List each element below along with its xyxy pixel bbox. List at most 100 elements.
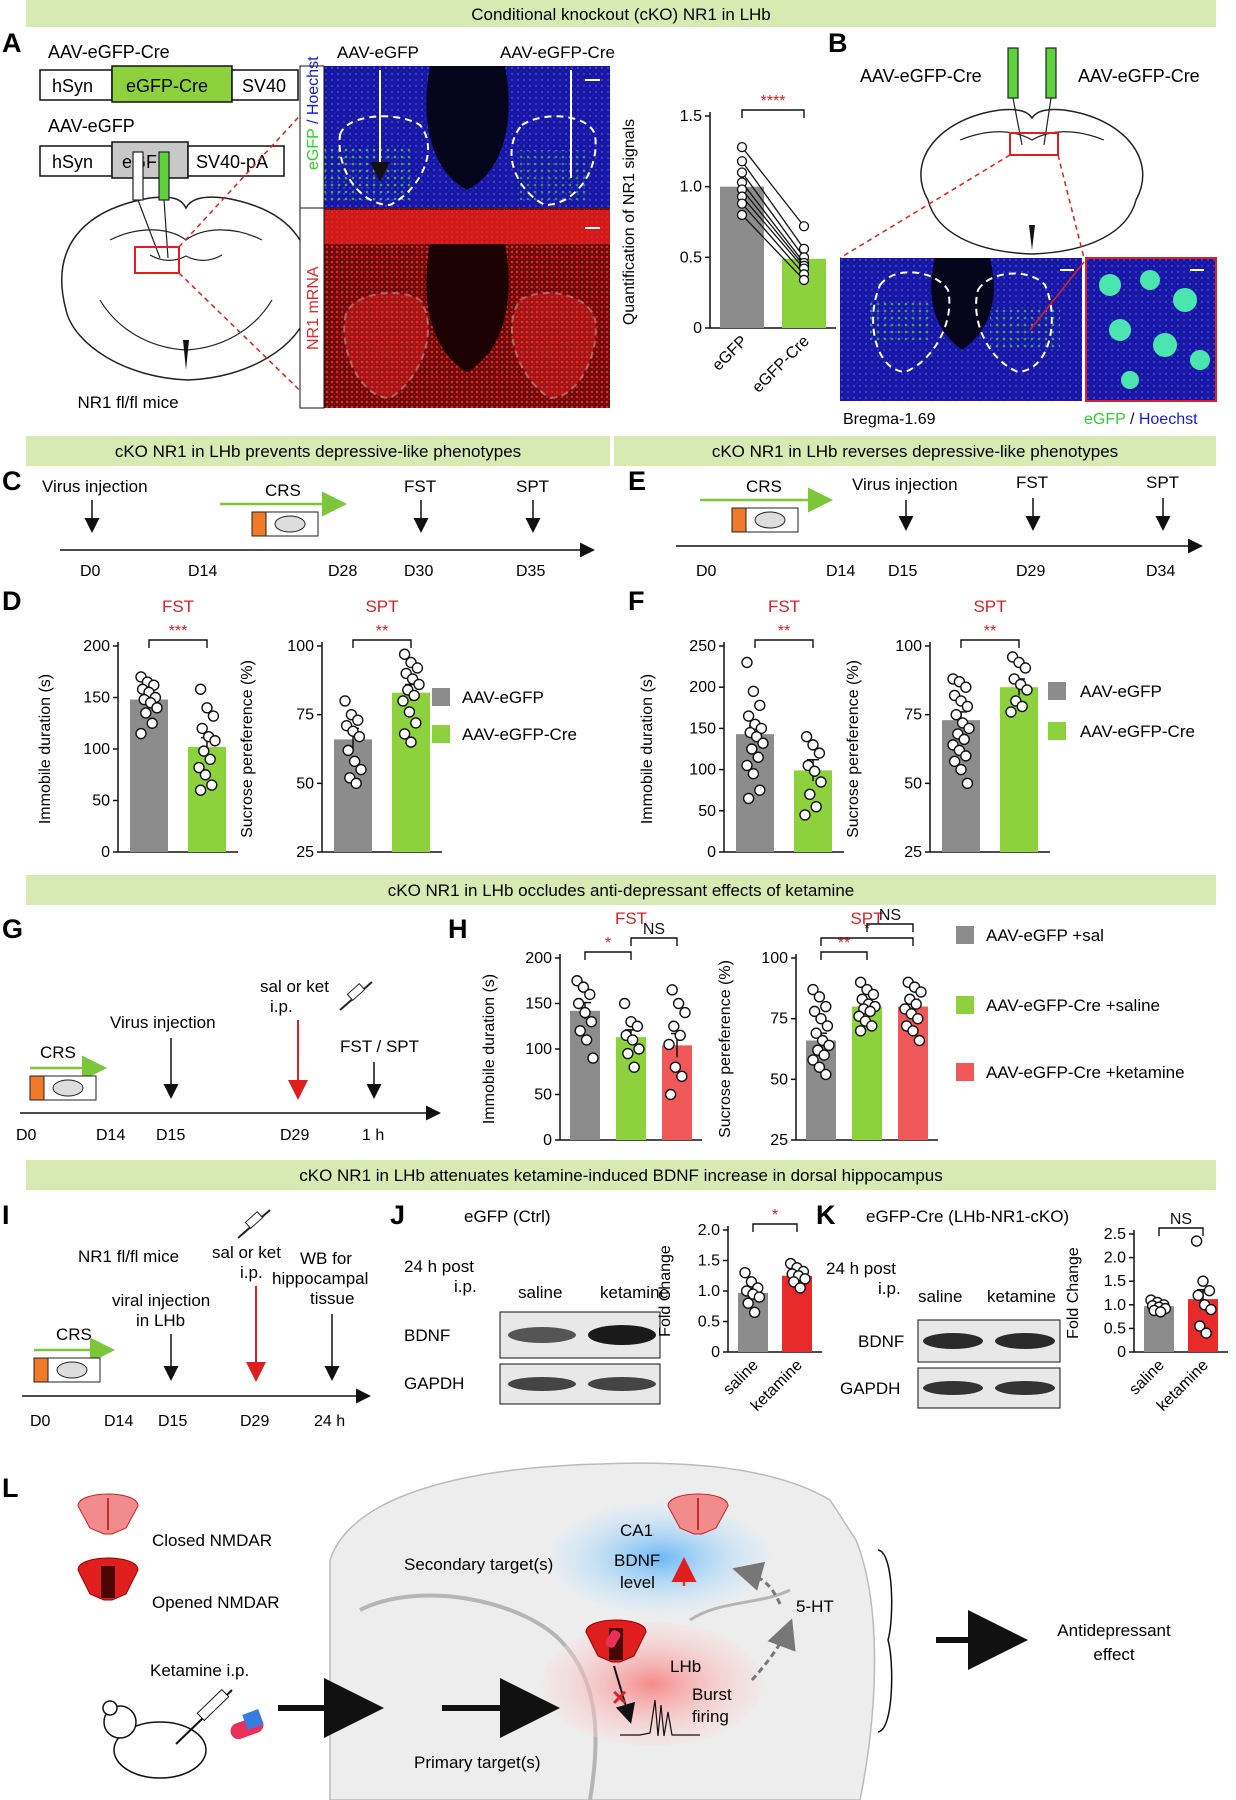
- lhb-region: [542, 1622, 762, 1746]
- panel-a-brain-schematic: NR1 fl/fl mice: [61, 95, 319, 412]
- legend-d-swatch-1: [432, 725, 450, 743]
- y-tick-label: 150: [689, 720, 716, 737]
- label-5ht: 5-HT: [796, 1597, 834, 1616]
- data-point: [579, 1006, 591, 1019]
- panel-label-l: L: [2, 1473, 19, 1503]
- side-label-hoechst: / Hoechst: [305, 56, 322, 129]
- blot-k-post1: 24 h post: [826, 1259, 896, 1278]
- data-point: [807, 1054, 819, 1066]
- chart-title: FST: [768, 597, 800, 616]
- b-bregma: Bregma-1.69: [843, 411, 936, 428]
- pair-line: [741, 189, 805, 267]
- ti-day-2: D15: [158, 1413, 187, 1430]
- blot-k-title: eGFP-Cre (LHb-NR1-cKO): [866, 1207, 1069, 1226]
- timeline-i: NR1 fl/fl mice CRS viral injection in LH…: [22, 1209, 371, 1430]
- label-effect: effect: [1093, 1645, 1135, 1664]
- ti-event-ip: i.p.: [240, 1263, 263, 1282]
- tc-event-crs: CRS: [265, 481, 301, 500]
- ti-syringe-icon: [237, 1209, 271, 1239]
- chart-title: FST: [162, 597, 194, 616]
- data-point: [955, 763, 967, 776]
- construct2-title: AAV-eGFP: [48, 116, 135, 136]
- sig-bracket: [148, 639, 208, 648]
- sig-label: ***: [169, 623, 188, 640]
- data-point: [207, 710, 220, 722]
- pair-line: [741, 172, 805, 258]
- y-tick-label: 1.0: [1104, 1297, 1126, 1314]
- data-point: [913, 1034, 926, 1047]
- legend-f-swatch-1: [1048, 722, 1066, 740]
- legend-h-swatch-0: [956, 926, 974, 944]
- x-tick-label: eGFP-Cre: [749, 333, 813, 397]
- data-point: [815, 1012, 827, 1025]
- banner-c-bg: [26, 436, 610, 466]
- brace: [877, 1549, 893, 1733]
- te-event-virus: Virus injection: [852, 475, 958, 494]
- label-ketamine: Ketamine i.p.: [150, 1661, 249, 1680]
- y-tick-label: 50: [534, 1087, 552, 1104]
- ti-event-wb3: tissue: [310, 1289, 354, 1308]
- data-point: [1190, 1235, 1203, 1247]
- x-tick-label: eGFP: [709, 333, 751, 375]
- tg-day-2: D15: [156, 1127, 185, 1144]
- data-point: [352, 714, 364, 726]
- panel-label-f: F: [628, 586, 645, 616]
- legend-f-item-0: AAV-eGFP: [1080, 682, 1162, 701]
- data-point: [664, 1088, 677, 1101]
- data-point: [151, 702, 163, 714]
- ti-mouse-line: NR1 fl/fl mice: [78, 1247, 179, 1266]
- data-point: [135, 727, 147, 740]
- tc-event-virus: Virus injection: [42, 477, 148, 496]
- tg-syringe-icon: [339, 981, 373, 1011]
- panel-a-micrographs: AAV-eGFP AAV-eGFP-Cre eGFP / Hoechst NR1…: [299, 43, 615, 409]
- data-point: [747, 768, 760, 780]
- pair-line: [741, 146, 805, 227]
- blot-j-band-bdnf-saline: [508, 1327, 576, 1343]
- mouse-ketamine-icon: [102, 1688, 233, 1779]
- b-left-label: AAV-eGFP-Cre: [860, 66, 982, 86]
- ti-day-1: D14: [104, 1413, 133, 1430]
- y-tick-label: 0.5: [698, 1314, 720, 1331]
- sig-label: **: [838, 935, 850, 952]
- tg-day-3: D29: [280, 1127, 309, 1144]
- ti-day-0: D0: [30, 1413, 51, 1430]
- y-tick-label: 100: [83, 741, 110, 758]
- blot-j-row-1: GAPDH: [404, 1374, 464, 1393]
- data-point: [204, 753, 216, 765]
- te-event-fst: FST: [1016, 473, 1048, 492]
- b-legend-egfp: eGFP: [1084, 411, 1126, 428]
- y-tick-label: 100: [761, 950, 788, 967]
- data-point: [679, 1006, 691, 1019]
- blot-j-band-bdnf-ketamine: [588, 1325, 656, 1345]
- data-point: [669, 1061, 682, 1073]
- data-point: [666, 984, 678, 996]
- data-point: [864, 1005, 876, 1018]
- tc-day-4: D35: [516, 563, 545, 580]
- data-point: [674, 1029, 686, 1042]
- data-point: [676, 1070, 688, 1083]
- data-point: [747, 685, 760, 698]
- data-point: [403, 706, 416, 718]
- banner-i-bg: [26, 1160, 1216, 1190]
- ti-event-salket: sal or ket: [212, 1243, 281, 1262]
- data-point: [754, 784, 766, 796]
- te-event-spt: SPT: [1146, 473, 1179, 492]
- blot-j-row-0: BDNF: [404, 1326, 450, 1345]
- blot-k-lane-0: saline: [918, 1287, 962, 1306]
- data-point: [1200, 1327, 1212, 1339]
- legend-d-item-0: AAV-eGFP: [462, 688, 544, 707]
- data-point: [342, 744, 354, 757]
- data-point: [209, 735, 221, 747]
- label-primary-target: Primary target(s): [414, 1753, 541, 1772]
- label-firing: firing: [692, 1707, 729, 1726]
- te-day-1: D14: [826, 563, 855, 580]
- data-point: [736, 209, 748, 221]
- svg-text:eGFP / Hoechst: eGFP / Hoechst: [1084, 411, 1198, 428]
- chart-title: SPT: [365, 597, 398, 616]
- y-tick-label: 200: [525, 950, 552, 967]
- data-point: [405, 736, 417, 748]
- data-point: [672, 997, 685, 1010]
- tg-day-4: 1 h: [362, 1127, 384, 1144]
